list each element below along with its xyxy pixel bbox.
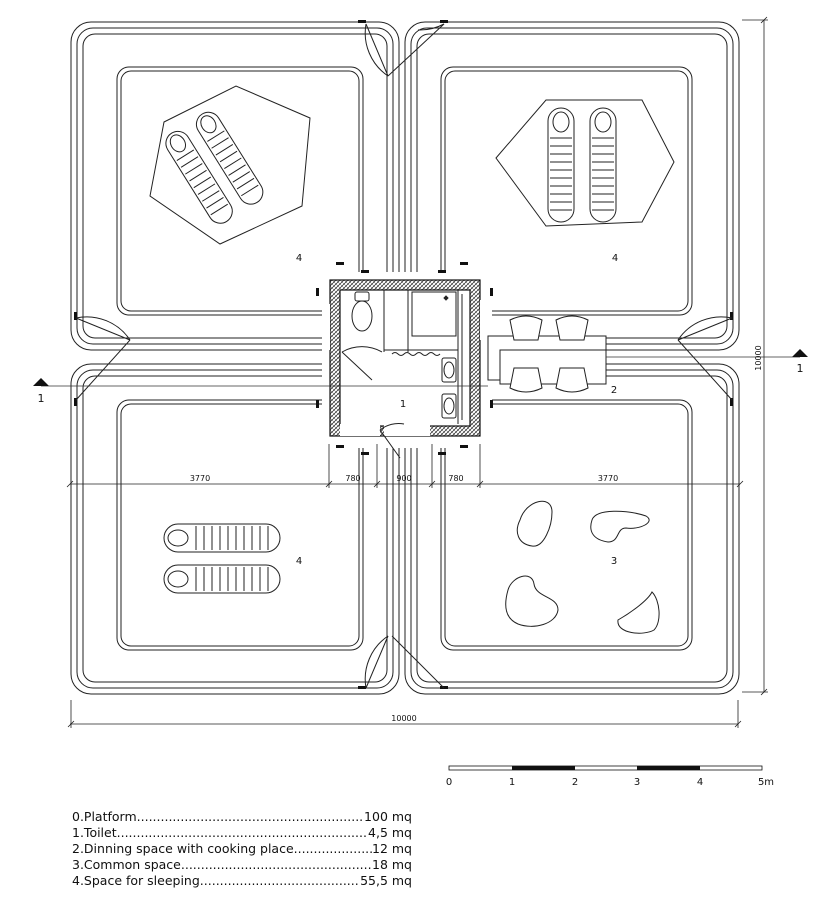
room-nw-number: 4 [296, 253, 302, 264]
dim-segment-3: 900 [396, 474, 411, 483]
legend-leader [181, 857, 372, 873]
legend-row-dining: 2.Dinning space with cooking place 12 mq [72, 841, 412, 857]
legend-label: 4.Space for sleeping [72, 873, 200, 888]
sleeping-bags-nw [149, 85, 311, 245]
legend-leader [117, 825, 368, 841]
module-ne [404, 21, 740, 351]
legend-leader [200, 873, 360, 889]
dim-overall-width: 10000 [391, 714, 416, 723]
dim-segment-2: 780 [345, 474, 360, 483]
core-number: 1 [400, 399, 406, 410]
door-south [364, 635, 445, 689]
module-se [404, 363, 740, 695]
legend-row-sleeping: 4.Space for sleeping 55,5 mq [72, 873, 412, 889]
legend-label: 2.Dinning space with cooking place [72, 841, 294, 856]
section-mark-left: 1 [38, 392, 45, 405]
sleeping-bags-sw [163, 523, 281, 594]
scale-tick-4: 4 [697, 777, 703, 788]
room-se-number: 3 [611, 556, 617, 567]
module-nw [70, 21, 400, 351]
dim-segment-5: 3770 [598, 474, 618, 483]
scale-tick-1: 1 [509, 777, 515, 788]
legend-row-platform: 0.Platform 100 mq [72, 809, 412, 825]
dim-overall-height: 10000 [754, 345, 763, 370]
door-west [75, 316, 131, 401]
scale-tick-3: 3 [634, 777, 640, 788]
legend-value: 12 mq [372, 841, 412, 856]
service-core [322, 279, 488, 459]
dimension-lines [66, 16, 768, 728]
door-east [677, 316, 733, 401]
legend-value: 18 mq [372, 857, 412, 872]
dining-table [487, 315, 607, 393]
module-sw [70, 363, 400, 695]
section-arrow-left-icon [33, 378, 49, 386]
scale-tick-2: 2 [572, 777, 578, 788]
legend-value: 55,5 mq [360, 873, 412, 888]
sleeping-bags-ne [495, 99, 675, 227]
room-ne-number: 4 [612, 253, 618, 264]
scale-tick-0: 0 [446, 777, 452, 788]
legend-label: 1.Toilet [72, 825, 117, 840]
dining-number: 2 [611, 385, 617, 396]
legend-value: 4,5 mq [368, 825, 412, 840]
section-line: 1 1 [33, 349, 808, 405]
chair-icon [509, 315, 589, 393]
room-sw-number: 4 [296, 556, 302, 567]
legend-row-common: 3.Common space 18 mq [72, 857, 412, 873]
dim-segment-1: 3770 [190, 474, 210, 483]
scale-tick-5: 5m [758, 777, 774, 788]
shower-tray-icon [411, 291, 457, 337]
cushions-se [505, 500, 660, 634]
legend-leader [294, 841, 372, 857]
legend-leader [137, 809, 364, 825]
legend-label: 0.Platform [72, 809, 137, 824]
area-legend: 0.Platform 100 mq 1.Toilet 4,5 mq 2.Dinn… [72, 809, 412, 889]
legend-value: 100 mq [364, 809, 412, 824]
legend-row-toilet: 1.Toilet 4,5 mq [72, 825, 412, 841]
dim-segment-4: 780 [448, 474, 463, 483]
section-arrow-right-icon [792, 349, 808, 357]
door-north [364, 23, 445, 77]
section-mark-right: 1 [797, 362, 804, 375]
scale-bar: 0 1 2 3 4 5m [446, 765, 774, 788]
basin-icon [441, 357, 457, 383]
legend-label: 3.Common space [72, 857, 181, 872]
